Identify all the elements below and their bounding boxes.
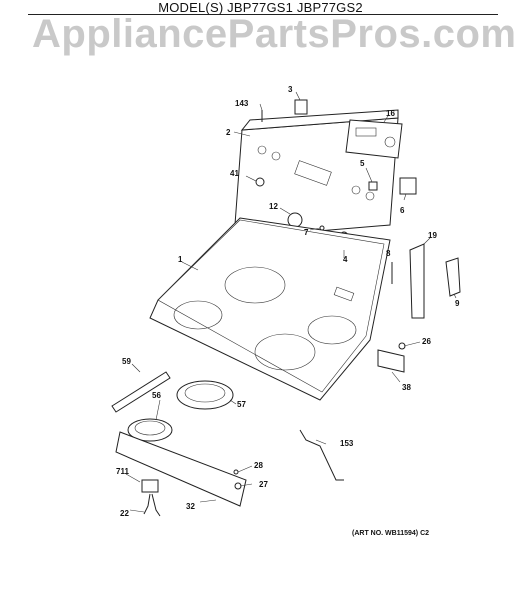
callout-57: 57 bbox=[237, 400, 246, 409]
callout-7: 7 bbox=[304, 228, 309, 237]
part-56-element bbox=[127, 418, 173, 442]
part-28-screw bbox=[233, 469, 239, 475]
part-41-knob bbox=[255, 177, 265, 187]
part-19-side-trim bbox=[409, 243, 425, 319]
model-title: MODEL(S) JBP77GS1 JBP77GS2 bbox=[158, 0, 363, 15]
callout-6: 6 bbox=[400, 206, 405, 215]
part-6-switch bbox=[399, 177, 417, 195]
callout-1: 1 bbox=[178, 255, 183, 264]
part-38-cover bbox=[377, 349, 405, 373]
art-number: (ART NO. WB11594) C2 bbox=[352, 530, 430, 537]
callout-22: 22 bbox=[120, 509, 129, 518]
callout-4: 4 bbox=[343, 255, 348, 264]
callout-38: 38 bbox=[402, 383, 411, 392]
header-rule bbox=[28, 14, 498, 15]
part-32-support bbox=[115, 431, 247, 507]
callout-9: 9 bbox=[455, 299, 460, 308]
callout-labels: 1 2 3 143 16 41 5 12 7 4 6 19 8 9 26 38 … bbox=[116, 85, 460, 518]
callout-41: 41 bbox=[230, 169, 239, 178]
callout-19: 19 bbox=[428, 231, 437, 240]
cooktop-part bbox=[149, 217, 391, 401]
part-711-block bbox=[141, 479, 159, 493]
leader-lines bbox=[125, 91, 457, 513]
part-153-rod bbox=[299, 429, 344, 481]
callout-711: 711 bbox=[116, 467, 129, 476]
clock-module-part bbox=[345, 119, 403, 159]
part-57-element bbox=[176, 380, 234, 410]
callout-26: 26 bbox=[422, 337, 431, 346]
watermark-logo: AppliancePartsPros.com bbox=[32, 12, 517, 56]
part-9-hinge bbox=[445, 257, 461, 297]
callout-16: 16 bbox=[386, 109, 395, 118]
callout-12: 12 bbox=[269, 202, 278, 211]
callout-5: 5 bbox=[360, 159, 365, 168]
callout-2: 2 bbox=[226, 128, 231, 137]
callout-3: 3 bbox=[288, 85, 293, 94]
callout-59: 59 bbox=[122, 357, 131, 366]
callout-27: 27 bbox=[259, 480, 268, 489]
part-22-wiring bbox=[143, 493, 161, 517]
callout-153: 153 bbox=[340, 439, 354, 448]
part-59-rail bbox=[111, 371, 171, 413]
callout-28: 28 bbox=[254, 461, 263, 470]
callout-32: 32 bbox=[186, 502, 195, 511]
callout-143: 143 bbox=[235, 99, 249, 108]
callout-8: 8 bbox=[386, 249, 391, 258]
callout-56: 56 bbox=[152, 391, 161, 400]
part-3-switch bbox=[294, 99, 308, 115]
part-5-clip bbox=[368, 181, 378, 191]
